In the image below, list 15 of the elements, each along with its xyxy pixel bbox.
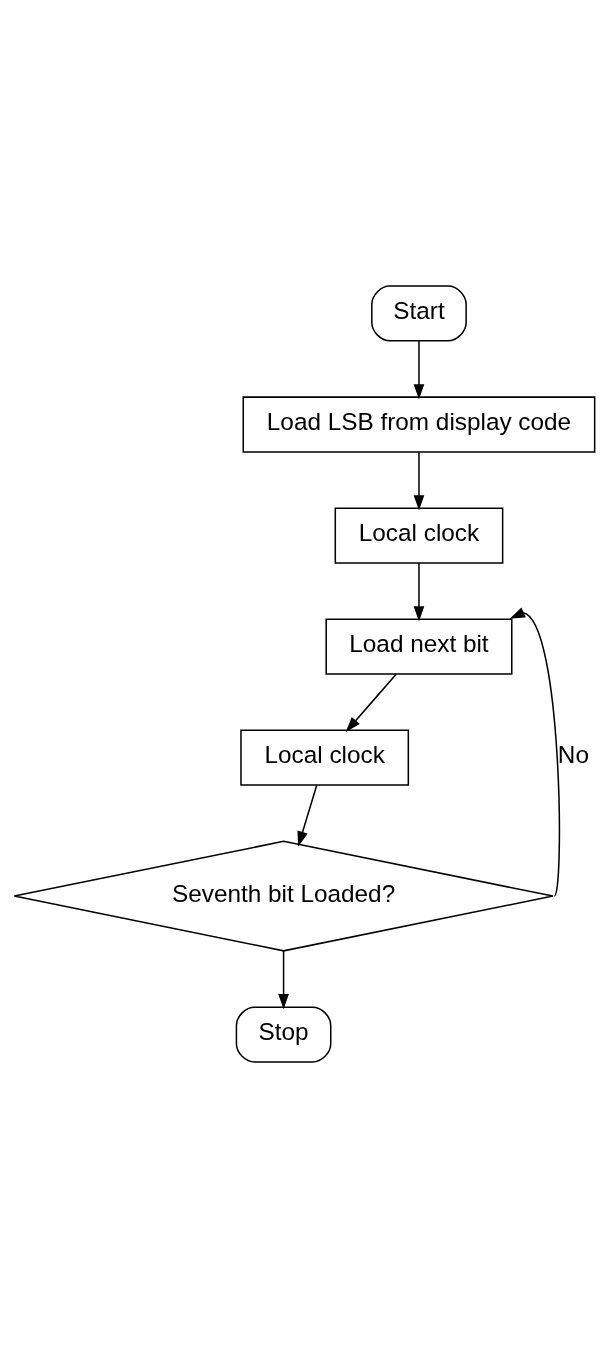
node-box: Stop xyxy=(235,1005,332,1063)
arrow xyxy=(413,562,425,621)
node-box: Local clock xyxy=(334,506,504,564)
edge-label: No xyxy=(557,740,589,768)
node-box: Load next bit xyxy=(325,618,513,675)
node-box: Start xyxy=(371,284,467,342)
arrow xyxy=(413,339,425,399)
arrow xyxy=(278,949,289,1009)
node-box: Load LSB from display code xyxy=(242,395,596,453)
arrow xyxy=(345,673,397,732)
arrow xyxy=(413,450,425,510)
node-box: Local clock xyxy=(240,729,410,786)
arrow xyxy=(509,607,561,897)
node-diamond: Seventh bit Loaded? xyxy=(13,840,554,952)
arrow xyxy=(297,784,318,847)
